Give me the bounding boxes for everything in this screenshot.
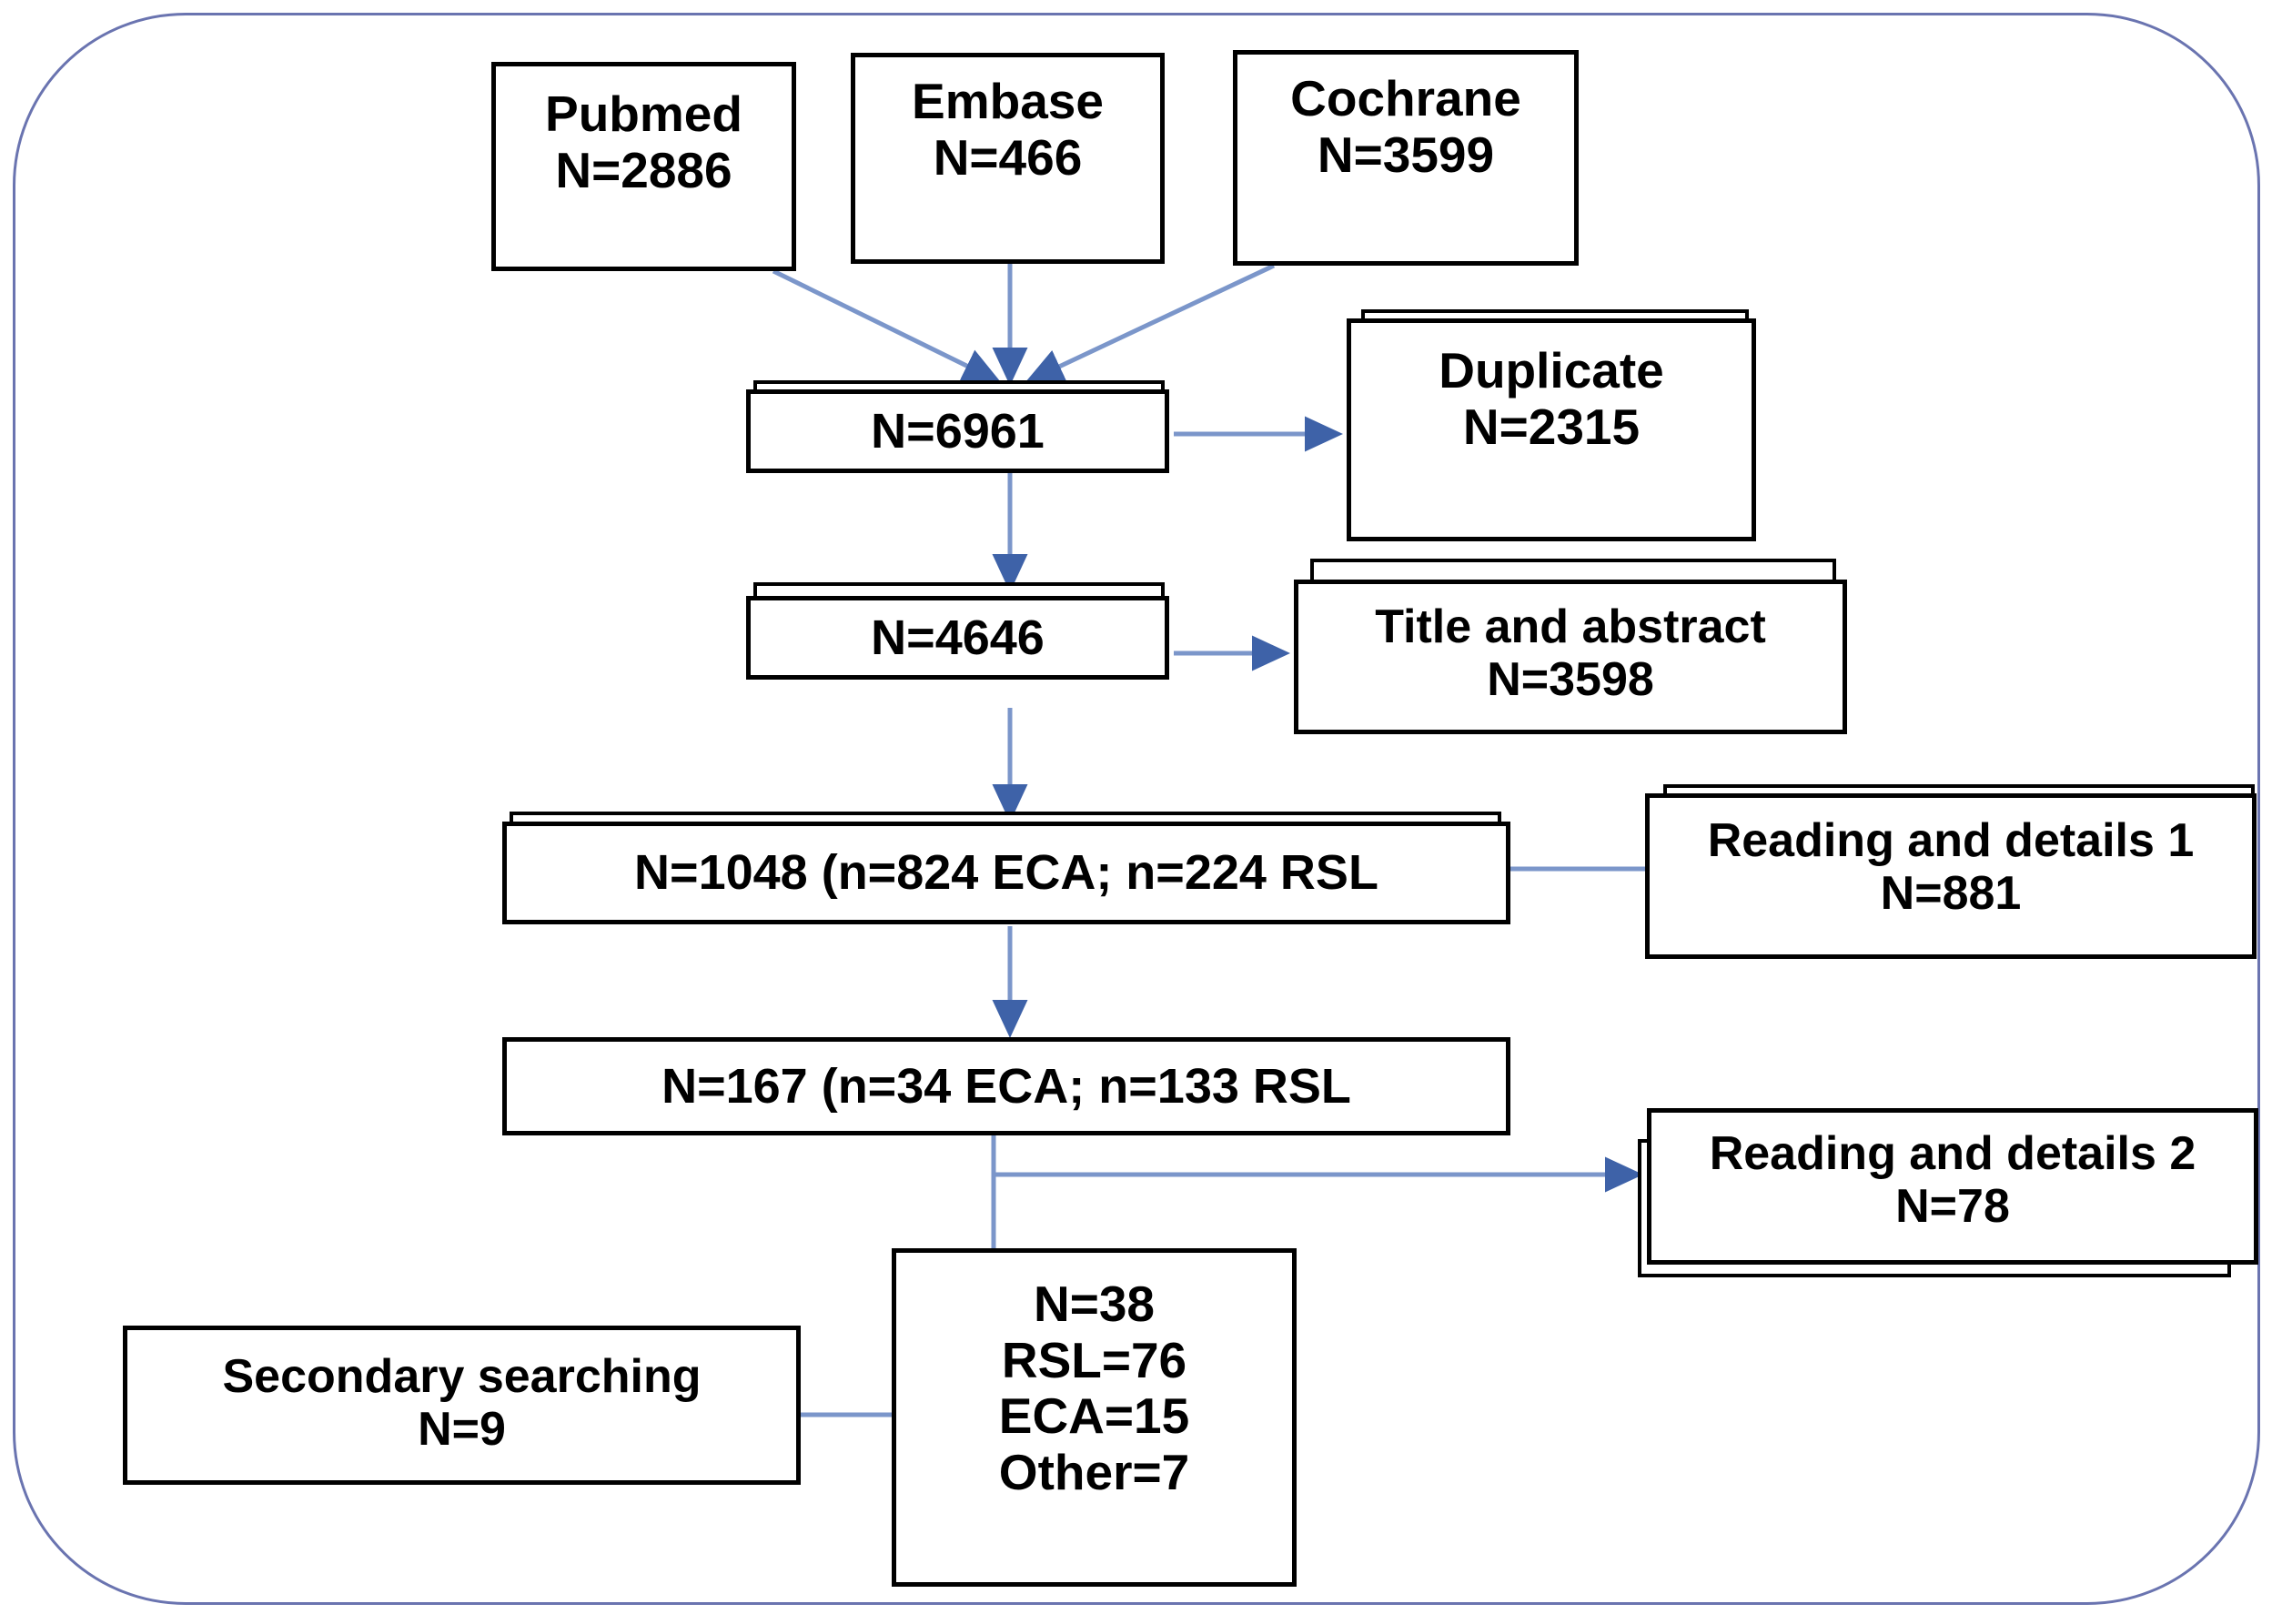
exclusion-name: Reading and details 2 — [1709, 1127, 2196, 1180]
source-count: N=466 — [933, 128, 1083, 186]
full-text-1-label: N=1048 (n=824 ECA; n=224 RSL — [634, 845, 1378, 901]
source-name: Cochrane — [1290, 70, 1521, 126]
flow-box-after-duplicates[interactable]: N=4646 — [746, 596, 1169, 680]
exclusion-count: N=3598 — [1487, 653, 1654, 707]
exclusion-box-duplicate[interactable]: Duplicate N=2315 — [1347, 318, 1756, 541]
source-name: Pubmed — [545, 86, 742, 142]
included-rsl: RSL=76 — [1001, 1331, 1187, 1388]
full-text-2-label: N=167 (n=34 ECA; n=133 RSL — [661, 1058, 1351, 1114]
secondary-searching-box[interactable]: Secondary searching N=9 — [123, 1326, 801, 1485]
secondary-name: Secondary searching — [222, 1350, 702, 1403]
source-box-pubmed[interactable]: Pubmed N=2886 — [491, 62, 796, 271]
edge-cochrane-to-identified — [1025, 263, 1276, 383]
exclusion-box-reading-2[interactable]: Reading and details 2 N=78 — [1647, 1108, 2258, 1265]
exclusion-box-title-abstract[interactable]: Title and abstract N=3598 — [1294, 580, 1847, 734]
diagram-outer-border — [13, 13, 2260, 1605]
edge-pubmed-to-identified — [772, 268, 1002, 383]
source-box-embase[interactable]: Embase N=466 — [851, 53, 1165, 264]
included-other: Other=7 — [998, 1443, 1190, 1500]
exclusion-count: N=78 — [1895, 1180, 2010, 1234]
flow-box-full-text-1[interactable]: N=1048 (n=824 ECA; n=224 RSL — [502, 822, 1510, 924]
included-studies-box[interactable]: N=38 RSL=76 ECA=15 Other=7 — [892, 1248, 1297, 1587]
exclusion-name: Duplicate — [1439, 342, 1664, 398]
after-dupes-count: N=4646 — [871, 610, 1045, 665]
exclusion-box-reading-1[interactable]: Reading and details 1 N=881 — [1645, 793, 2257, 959]
exclusion-name: Title and abstract — [1375, 600, 1766, 653]
source-box-cochrane[interactable]: Cochrane N=3599 — [1233, 50, 1579, 266]
source-count: N=2886 — [555, 141, 732, 198]
exclusion-name: Reading and details 1 — [1707, 814, 2195, 867]
flow-box-full-text-2[interactable]: N=167 (n=34 ECA; n=133 RSL — [502, 1037, 1510, 1135]
source-name: Embase — [912, 73, 1104, 129]
exclusion-count: N=881 — [1880, 867, 2022, 921]
included-eca: ECA=15 — [998, 1387, 1190, 1445]
exclusion-count: N=2315 — [1462, 398, 1641, 455]
identified-count: N=6961 — [871, 403, 1045, 459]
flow-box-identified[interactable]: N=6961 — [746, 389, 1169, 473]
source-count: N=3599 — [1317, 126, 1495, 183]
secondary-count: N=9 — [418, 1403, 506, 1457]
included-total: N=38 — [1033, 1276, 1155, 1332]
